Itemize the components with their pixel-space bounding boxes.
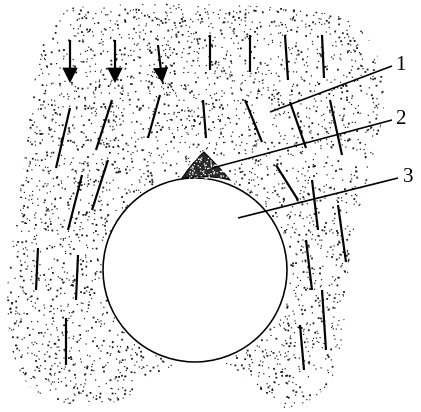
load-line bbox=[285, 35, 288, 80]
callout-label-3: 3 bbox=[403, 163, 414, 187]
load-line bbox=[56, 108, 70, 168]
load-arrow bbox=[158, 45, 162, 80]
load-line bbox=[245, 100, 262, 142]
callout-label-1: 1 bbox=[396, 51, 407, 75]
callout-label-2: 2 bbox=[396, 105, 407, 129]
load-line bbox=[203, 100, 206, 138]
load-line bbox=[290, 102, 306, 148]
load-line bbox=[76, 255, 78, 300]
load-line bbox=[148, 95, 160, 138]
pipe-cross-section bbox=[103, 178, 287, 362]
load-line bbox=[300, 325, 304, 370]
load-line bbox=[322, 290, 326, 350]
load-line bbox=[322, 35, 324, 78]
load-line bbox=[36, 248, 38, 290]
load-line bbox=[338, 205, 346, 262]
